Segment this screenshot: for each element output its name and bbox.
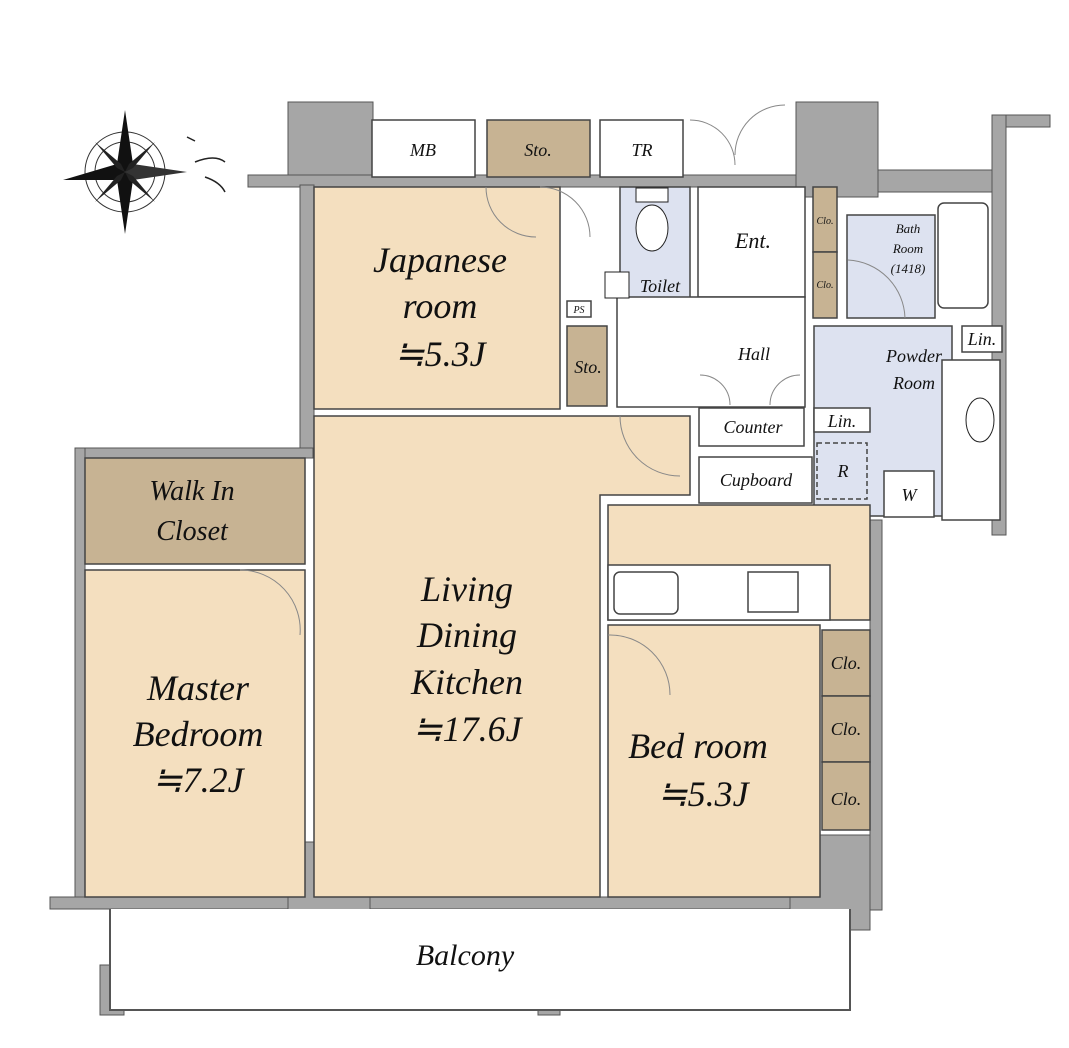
label-ldk-size: ≒17.6J [412, 709, 523, 749]
room-ps [566, 300, 592, 318]
bathtub [937, 202, 989, 309]
label-wic-1: Walk In [149, 476, 234, 507]
room-counter [698, 407, 805, 447]
label-cupboard: Cupboard [720, 470, 793, 490]
room-walk-in-closet [84, 457, 306, 565]
label-linen-b: Lin. [827, 411, 857, 431]
vanity [941, 359, 1001, 521]
room-master-bedroom [84, 569, 306, 898]
room-linen-b [813, 407, 871, 433]
label-master-size: ≒7.2J [152, 760, 245, 800]
label-ldk-1: Living [420, 569, 513, 609]
label-closet-2: Clo. [831, 719, 862, 739]
compass-rose-icon [63, 110, 226, 234]
label-closet-1: Clo. [831, 653, 862, 673]
stove-icon [747, 571, 799, 613]
room-closet-3 [821, 761, 871, 831]
label-closet-3: Clo. [831, 789, 862, 809]
label-entrance: Ent. [734, 228, 771, 253]
label-bath-1: Bath [896, 221, 921, 236]
room-hall [616, 296, 806, 408]
room-bedroom [607, 624, 821, 898]
label-closet-a: Clo. [817, 216, 834, 227]
room-entrance [697, 186, 806, 298]
label-linen-a: Lin. [967, 329, 997, 349]
label-bath-2: Room [892, 241, 923, 256]
label-master-1: Master [146, 668, 250, 708]
washer-space [883, 470, 935, 518]
doors [239, 104, 995, 696]
label-counter: Counter [723, 417, 783, 437]
label-closet-b: Clo. [817, 280, 834, 291]
label-ps: PS [572, 305, 584, 316]
room-linen-a [961, 325, 1003, 353]
refrigerator-space [816, 442, 868, 500]
label-storage-small: Sto. [574, 357, 602, 377]
label-refrigerator: R [837, 461, 849, 481]
room-tr [599, 119, 684, 178]
room-storage-small [566, 325, 608, 407]
room-japanese [313, 186, 561, 410]
label-ldk-3: Kitchen [410, 662, 523, 702]
room-ldk [313, 415, 691, 898]
label-bedroom-size: ≒5.3J [657, 774, 750, 814]
room-mb [371, 119, 476, 178]
room-closet-b [812, 251, 838, 319]
label-washer: W [902, 485, 919, 505]
label-storage-top: Sto. [524, 140, 552, 160]
label-japanese-1: Japanese [373, 240, 507, 280]
room-storage-top [486, 119, 591, 178]
label-japanese-size: ≒5.3J [394, 334, 487, 374]
room-bath [846, 214, 936, 319]
room-closet-2 [821, 695, 871, 763]
label-toilet: Toilet [640, 276, 681, 296]
label-powder-1: Powder [885, 346, 943, 366]
label-master-2: Bedroom [133, 714, 264, 754]
label-balcony: Balcony [416, 939, 515, 972]
room-closet-a [812, 186, 838, 253]
label-mb: MB [409, 140, 436, 160]
label-wic-2: Closet [156, 516, 229, 547]
balcony-area [109, 909, 851, 1011]
kitchen-sink [613, 571, 679, 615]
label-tr: TR [631, 140, 652, 160]
label-powder-2: Room [892, 373, 935, 393]
label-japanese-2: room [403, 286, 478, 326]
label-ldk-2: Dining [416, 615, 517, 655]
label-hall: Hall [737, 344, 770, 364]
label-bath-3: (1418) [891, 261, 926, 276]
room-cupboard [698, 456, 813, 504]
label-bedroom: Bed room [628, 726, 768, 766]
